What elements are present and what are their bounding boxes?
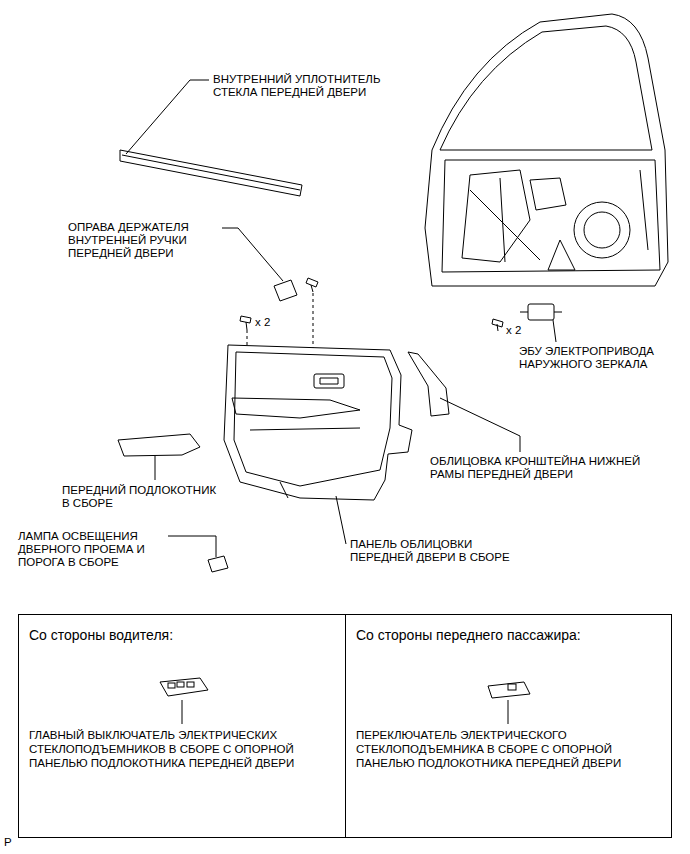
part-name: ОПРАВА ДЕРЖАТЕЛЯ ВНУТРЕННЕЙ РУЧКИ ПЕРЕДН… bbox=[68, 221, 218, 260]
part-name: ПЕРЕДНИЙ ПОДЛОКОТНИК В СБОРЕ bbox=[62, 484, 224, 510]
armrest bbox=[118, 434, 200, 456]
screw bbox=[240, 278, 503, 331]
quantity-label: x 2 bbox=[506, 324, 546, 337]
courtesy-lamp bbox=[208, 556, 228, 572]
weatherstrip bbox=[120, 150, 302, 196]
part-name: ВНУТРЕННИЙ УПЛОТНИТЕЛЬ СТЕКЛА ПЕРЕДНЕЙ Д… bbox=[213, 73, 403, 99]
bracket-cover bbox=[408, 352, 449, 416]
part-name: ПЕРЕКЛЮЧАТЕЛЬ ЭЛЕКТРИЧЕСКОГО СТЕКЛОПОДЪЕ… bbox=[356, 728, 661, 770]
part-name: ЛАМПА ОСВЕЩЕНИЯ ДВЕРНОГО ПРОЕМА И ПОРОГА… bbox=[18, 530, 163, 569]
door-trim-panel bbox=[224, 345, 412, 500]
handle-bezel bbox=[274, 280, 297, 301]
table-cell: Со стороны переднего пассажира: ПЕРЕКЛЮЧА… bbox=[345, 614, 672, 838]
cell-heading: Со стороны переднего пассажира: bbox=[356, 627, 661, 644]
part-name: ГЛАВНЫЙ ВЫКЛЮЧАТЕЛЬ ЭЛЕКТРИЧЕСКИХ СТЕКЛО… bbox=[29, 728, 335, 770]
part-name: ЭБУ ЭЛЕКТРОПРИВОДА НАРУЖНОГО ЗЕРКАЛА bbox=[519, 345, 684, 371]
table-cell: Со стороны водителя: ГЛАВНЫЙ ВЫКЛЮЧАТЕЛЬ … bbox=[18, 614, 346, 838]
quantity-label: x 2 bbox=[255, 316, 295, 329]
part-name: ОБЛИЦОВКА КРОНШТЕЙНА НИЖНЕЙ РАМЫ ПЕРЕДНЕ… bbox=[430, 455, 658, 481]
mirror-ecu bbox=[520, 304, 562, 320]
cell-heading: Со стороны водителя: bbox=[29, 627, 335, 644]
part-name: ПАНЕЛЬ ОБЛИЦОВКИ ПЕРЕДНЕЙ ДВЕРИ В СБОРЕ bbox=[350, 538, 532, 564]
door-frame bbox=[425, 14, 668, 286]
